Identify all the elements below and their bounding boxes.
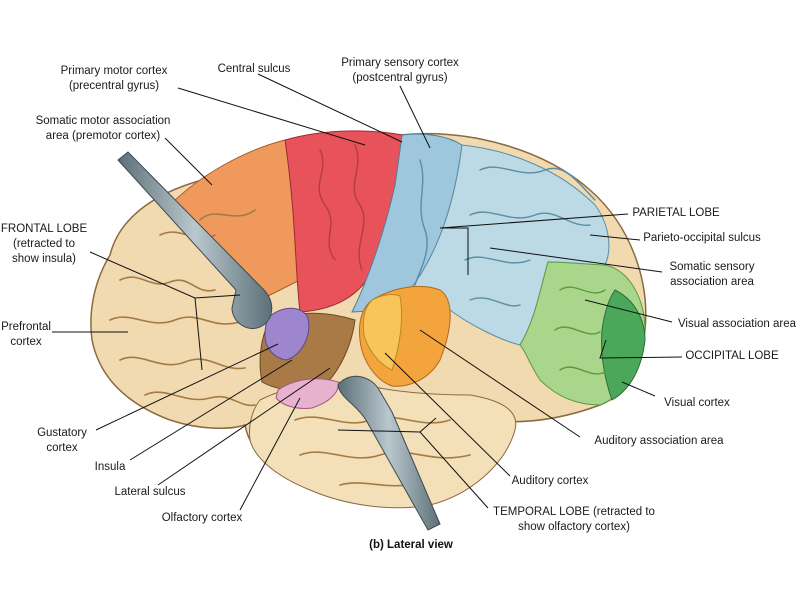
leader-insula	[129, 359, 293, 461]
leader-auditory-assoc	[419, 329, 581, 438]
label-lateral-sulcus: Lateral sulcus	[115, 486, 186, 498]
leader-temporal-lobe-b	[419, 417, 437, 433]
label-auditory-association-area: Auditory association area	[594, 435, 724, 447]
label-postcentral-gyrus: (postcentral gyrus)	[352, 72, 447, 84]
occipital-gyri-texture	[554, 286, 606, 375]
label-visual-cortex: Visual cortex	[664, 397, 730, 409]
frontal-retractor	[117, 151, 273, 330]
label-frontal-lobe-show-insula: show insula)	[12, 253, 76, 265]
leader-somatic-motor-assoc	[164, 137, 213, 186]
visual-cortex-region	[601, 289, 646, 401]
leader-parietal-lobe	[439, 213, 629, 275]
label-premotor-cortex: area (premotor cortex)	[46, 130, 161, 142]
auditory-cortex-region	[362, 294, 403, 371]
motor-gyri-texture	[318, 144, 365, 271]
labels: Primary motor cortex (precentral gyrus) …	[1, 57, 797, 551]
label-insula: Insula	[95, 461, 126, 473]
label-frontal-lobe-retracted: (retracted to	[13, 238, 75, 250]
leader-primary-sensory	[399, 85, 431, 149]
leader-occipital-lobe	[599, 339, 683, 359]
leader-auditory-cortex	[384, 352, 511, 477]
label-temporal-lobe: TEMPORAL LOBE (retracted to	[493, 506, 655, 518]
label-prefrontal-cortex: cortex	[10, 336, 42, 348]
leader-parieto-occipital	[589, 234, 641, 241]
label-olfactory-cortex: Olfactory cortex	[162, 512, 243, 524]
label-somatic-sensory-association-area: association area	[670, 276, 754, 288]
olfactory-cortex-region	[275, 378, 339, 409]
leader-central-sulcus	[257, 73, 403, 143]
leader-primary-motor	[177, 87, 366, 146]
brain-illustration	[90, 130, 647, 509]
label-parieto-occipital-sulcus: Parieto-occipital sulcus	[643, 232, 761, 244]
label-somatic-sensory: Somatic sensory	[669, 261, 754, 273]
retractor-tools	[117, 151, 441, 531]
label-precentral-gyrus: (precentral gyrus)	[69, 80, 159, 92]
leader-gustatory	[95, 343, 279, 431]
label-frontal-lobe: FRONTAL LOBE	[1, 223, 88, 235]
label-central-sulcus: Central sulcus	[218, 63, 291, 75]
leader-visual-cortex	[621, 381, 656, 397]
label-occipital-lobe: OCCIPITAL LOBE	[685, 350, 779, 362]
leader-visual-assoc	[584, 299, 673, 323]
label-parietal-lobe: PARIETAL LOBE	[632, 207, 720, 219]
label-auditory-cortex: Auditory cortex	[512, 475, 589, 487]
leader-somatic-sensory-assoc	[489, 247, 663, 273]
label-primary-sensory-cortex: Primary sensory cortex	[341, 57, 459, 69]
label-gustatory-cortex: cortex	[46, 442, 78, 454]
parietal-gyri-texture	[414, 159, 596, 307]
leader-frontal-lobe-b	[194, 297, 203, 371]
gustatory-cortex-region	[264, 307, 310, 361]
label-temporal-lobe-show-olfactory: show olfactory cortex)	[518, 521, 630, 533]
label-primary-motor-cortex: Primary motor cortex	[61, 65, 168, 77]
label-somatic-motor-association: Somatic motor association	[36, 115, 171, 127]
label-gustatory: Gustatory	[37, 427, 87, 439]
temporal-retractor	[337, 375, 441, 531]
label-visual-association-area: Visual association area	[678, 318, 797, 330]
leader-lateral-sulcus	[157, 367, 331, 486]
label-prefrontal: Prefrontal	[1, 321, 51, 333]
leader-lines	[52, 73, 683, 511]
leader-olfactory	[239, 397, 301, 511]
figure-caption: (b) Lateral view	[369, 539, 453, 551]
